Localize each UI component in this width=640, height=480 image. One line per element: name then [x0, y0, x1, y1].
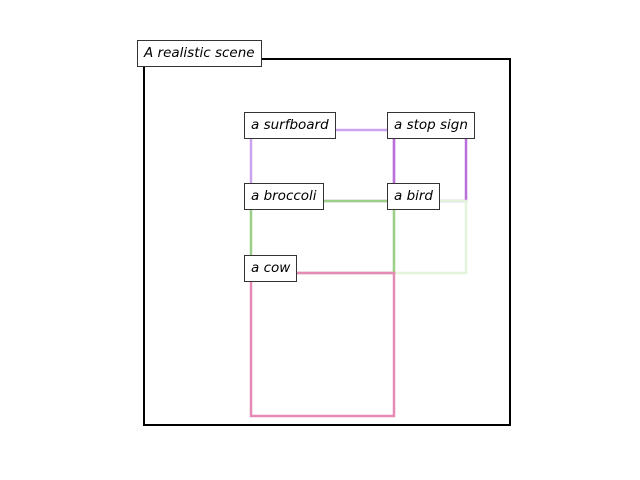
box-cow [249, 271, 396, 418]
box-bird [392, 199, 468, 275]
scene-frame [143, 58, 511, 426]
label-surfboard: a surfboard [244, 112, 336, 139]
scene-title: A realistic scene [137, 40, 262, 67]
label-stop-sign: a stop sign [387, 112, 475, 139]
label-bird: a bird [387, 183, 441, 210]
label-broccoli: a broccoli [244, 183, 324, 210]
label-cow: a cow [244, 255, 298, 282]
